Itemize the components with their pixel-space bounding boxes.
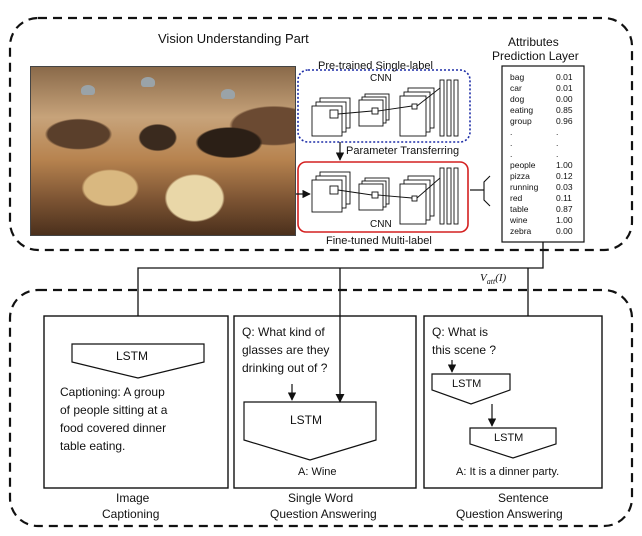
attribute-name: red <box>510 193 523 203</box>
attribute-name: . <box>510 138 513 148</box>
attribute-value: 0.03 <box>556 182 573 192</box>
cnn-top-label: CNN <box>370 73 392 84</box>
attribute-name: running <box>510 182 539 192</box>
attr-title-1: Attributes <box>508 35 559 49</box>
attribute-name: table <box>510 204 529 214</box>
wqa-question-1: Q: What kind of <box>242 325 325 339</box>
panel-3-caption-2: Question Answering <box>456 507 563 521</box>
attribute-value: 1.00 <box>556 160 573 170</box>
wqa-question-3: drinking out of ? <box>242 361 328 375</box>
panel-1-caption-1: Image <box>116 491 150 505</box>
sqa-question-1: Q: What is <box>432 325 489 339</box>
vision-title: Vision Understanding Part <box>158 31 309 46</box>
lstm-sqa-1-label: LSTM <box>452 378 482 390</box>
attribute-name: bag <box>510 72 525 82</box>
pretrained-label: Pre-trained Single-label <box>318 60 433 72</box>
sqa-question-2: this scene ? <box>432 343 497 357</box>
attribute-value: . <box>556 149 559 159</box>
attribute-value: 0.12 <box>556 171 573 181</box>
panel-3-caption-1: Sentence <box>498 491 549 505</box>
attributes-box <box>501 65 585 243</box>
attribute-value: . <box>556 138 559 148</box>
attribute-value: 0.11 <box>556 193 572 203</box>
attribute-name: car <box>510 83 522 93</box>
task-region <box>8 288 634 528</box>
caption-line-2: of people sitting at a <box>60 403 168 417</box>
input-photo <box>30 66 296 236</box>
panel-image-captioning <box>43 315 229 489</box>
panel-2-caption-2: Question Answering <box>270 507 377 521</box>
attribute-name: . <box>510 127 513 137</box>
lamp-icon <box>81 85 95 95</box>
attribute-value: 0.85 <box>556 105 573 115</box>
lamp-icon <box>221 89 235 99</box>
attribute-value: 1.00 <box>556 215 573 225</box>
transfer-label: Parameter Transferring <box>346 145 460 157</box>
attr-bracket <box>483 175 491 207</box>
vatt-label: Vatt(I) <box>480 272 507 287</box>
attribute-name: group <box>510 116 532 126</box>
lstm-wqa-label: LSTM <box>290 413 323 427</box>
panel-2-caption-1: Single Word <box>288 491 354 505</box>
pretrained-cnn-box <box>297 69 471 143</box>
wqa-answer: A: Wine <box>298 466 337 478</box>
caption-line-4: table eating. <box>60 439 126 453</box>
cnn-layers-bottom <box>311 167 459 225</box>
attribute-value: 0.00 <box>556 226 573 236</box>
attr-title-2: Prediction Layer <box>492 49 579 63</box>
lstm-sqa-2-label: LSTM <box>494 432 524 444</box>
sqa-answer: A: It is a dinner party. <box>456 466 560 478</box>
vision-understanding-region <box>8 16 634 252</box>
lamp-icon <box>141 77 155 87</box>
attribute-value: 0.01 <box>556 72 573 82</box>
lstm-shape-sqa-1 <box>431 373 511 405</box>
lstm-shape-captioning <box>71 343 205 379</box>
caption-line-1: Captioning: A group <box>60 385 165 399</box>
attribute-name: wine <box>510 215 528 225</box>
cnn-layers-top <box>311 79 459 137</box>
attribute-name: people <box>510 160 536 170</box>
lstm-captioning-label: LSTM <box>116 349 149 363</box>
finetuned-label: Fine-tuned Multi-label <box>326 235 432 247</box>
panel-sentence-qa <box>423 315 603 489</box>
lstm-shape-wqa <box>243 401 377 461</box>
cnn-bottom-label: CNN <box>370 219 392 230</box>
caption-line-3: food covered dinner <box>60 421 167 435</box>
attribute-value: 0.00 <box>556 94 573 104</box>
attribute-name: dog <box>510 94 525 104</box>
lstm-shape-sqa-2 <box>469 427 557 459</box>
attribute-value: 0.96 <box>556 116 573 126</box>
attribute-name: . <box>510 149 513 159</box>
attribute-name: eating <box>510 105 534 115</box>
attribute-name: zebra <box>510 226 532 236</box>
attribute-value: 0.01 <box>556 83 573 93</box>
panel-1-caption-2: Captioning <box>102 507 160 521</box>
attribute-name: pizza <box>510 171 530 181</box>
wqa-question-2: glasses are they <box>242 343 330 357</box>
attribute-value: . <box>556 127 559 137</box>
finetuned-cnn-box <box>297 161 469 233</box>
attribute-value: 0.87 <box>556 204 573 214</box>
